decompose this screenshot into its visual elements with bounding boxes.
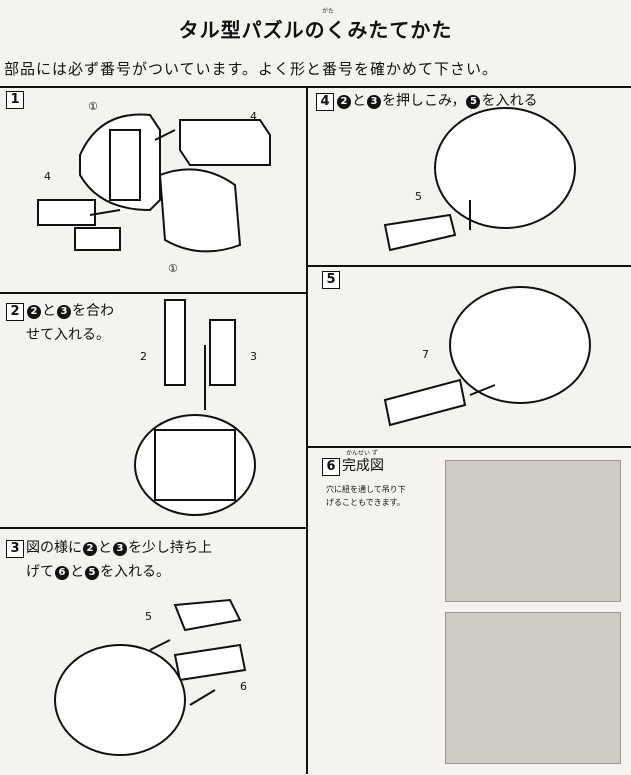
completed-photo-1: [445, 460, 621, 602]
step-3-text-d: げて: [26, 564, 54, 580]
part-badge: 3: [367, 95, 381, 109]
label-part-2: 2: [140, 350, 147, 363]
label-part-6: 6: [240, 680, 247, 693]
divider-step5-6: [306, 446, 631, 448]
divider-step1-2: [0, 292, 306, 294]
step-3-text-a: 図の様に: [26, 540, 82, 556]
part-4-top: [179, 119, 271, 166]
part-3: [209, 319, 236, 386]
step-2-text-b: を合わ: [72, 303, 114, 319]
label-part-1-top: ①: [88, 100, 98, 113]
barrel-half-right: [158, 168, 242, 253]
part-badge: 5: [85, 566, 99, 580]
divider-step2-3: [0, 527, 306, 529]
part-badge: 3: [113, 542, 127, 556]
arrow-3a: [149, 639, 171, 651]
part-5-insert: [383, 213, 457, 252]
part-badge: 6: [55, 566, 69, 580]
barrel-half-left: [79, 113, 161, 212]
step-4-text-c: を入れる: [481, 93, 538, 109]
label-part-1-bottom: ①: [168, 262, 178, 275]
part-2: [164, 299, 186, 386]
arrow-5: [469, 384, 496, 396]
part-4-bottom: [74, 227, 121, 251]
completed-photo-2: [445, 612, 621, 764]
step-6-heading: 完成図: [342, 458, 384, 474]
arrow-1b: [89, 209, 121, 216]
part-badge: 2: [337, 95, 351, 109]
barrel-step4: [434, 107, 576, 229]
center-divider: [306, 86, 308, 774]
step-4-number: 4: [316, 93, 334, 111]
step-3-text-c: を少し持ち上: [128, 540, 212, 556]
label-part-4-right: 4: [250, 110, 257, 123]
step-6-note-line2: げることもできます。: [326, 498, 405, 507]
step-6-number: 6: [322, 458, 340, 476]
step-1-number: 1: [6, 91, 24, 109]
step-2-text-line2: せて入れる。: [26, 327, 110, 343]
label-part-7: 7: [422, 348, 429, 361]
step-5-number: 5: [322, 271, 340, 289]
page-title: タル型パズルのくみたてかた: [178, 18, 453, 42]
divider-step4-5: [306, 265, 631, 267]
barrel-step2: [134, 414, 256, 516]
part-7-insert: [383, 378, 467, 427]
label-part-4-left: 4: [44, 170, 51, 183]
intro-text: 部品には必ず番号がついています。よく形と番号を確かめて下さい。: [4, 60, 499, 78]
step-3-text-f: を入れる。: [100, 564, 170, 580]
part-6: [173, 643, 247, 682]
barrel-step3: [54, 644, 186, 756]
part-badge: 2: [27, 305, 41, 319]
step-2-text-a: と: [42, 303, 56, 319]
arrow-3b: [189, 689, 216, 706]
part-badge: 2: [83, 542, 97, 556]
label-part-3: 3: [250, 350, 257, 363]
part-badge: 5: [466, 95, 481, 109]
step-6-note-line1: 穴に紐を通して吊り下: [326, 485, 406, 494]
header-divider: [0, 86, 631, 88]
part-badge: 3: [57, 305, 71, 319]
step-6-heading-ruby: かんせい ず: [346, 450, 378, 457]
step-4-text-a: と: [352, 93, 366, 109]
label-part-5-step3: 5: [145, 610, 152, 623]
part-5: [173, 598, 242, 632]
label-part-5-step4: 5: [415, 190, 422, 203]
arrow-1a: [154, 129, 176, 141]
step-3-text-b: と: [98, 540, 112, 556]
part-4-left: [37, 199, 96, 226]
step-3-number: 3: [6, 540, 24, 558]
title-ruby: がた: [322, 8, 335, 15]
step-4-text-b: を押しこみ，: [382, 93, 466, 109]
step-2-number: 2: [6, 303, 24, 321]
barrel-step5: [449, 286, 591, 404]
step-3-text-e: と: [70, 564, 84, 580]
